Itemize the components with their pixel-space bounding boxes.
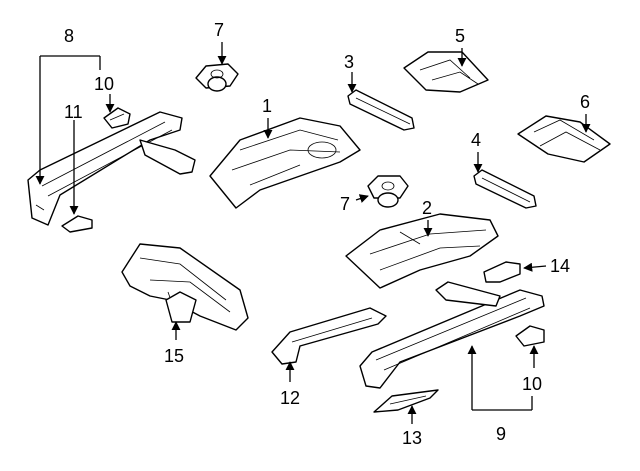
- callout-7-upper: 7: [214, 20, 224, 40]
- part-9-right-rail: [359, 281, 545, 389]
- callout-10-lower: 10: [522, 374, 542, 394]
- part-7-mount-lower: [367, 175, 409, 208]
- callout-15: 15: [164, 346, 184, 366]
- callout-7-lower: 7: [340, 194, 350, 214]
- callout-14: 14: [550, 256, 570, 276]
- part-7-mount-upper: [195, 63, 239, 92]
- part-4-crossmember: [473, 169, 537, 209]
- part-13-bracket: [373, 389, 439, 413]
- callout-5: 5: [455, 26, 465, 46]
- part-8-left-rail: [27, 111, 196, 226]
- callout-13: 13: [402, 428, 422, 448]
- callout-6: 6: [580, 92, 590, 112]
- leader-lines: [35, 42, 591, 424]
- callout-4: 4: [471, 130, 481, 150]
- part-3-crossmember: [347, 89, 415, 131]
- part-10-bracket-lower: [515, 325, 545, 347]
- part-6-panel: [517, 115, 611, 163]
- callout-2: 2: [422, 198, 432, 218]
- part-15-reinforcement: [121, 243, 249, 331]
- callout-12: 12: [280, 388, 300, 408]
- part-5-panel: [403, 51, 489, 93]
- callout-3: 3: [344, 52, 354, 72]
- part-1-floor-pan: [209, 117, 361, 209]
- callout-1: 1: [262, 96, 272, 116]
- callout-9: 9: [496, 424, 506, 444]
- part-11-bracket: [61, 215, 93, 233]
- part-10-bracket-upper: [103, 107, 131, 129]
- callout-labels: 7 1 3 5 6 4 7 2 14 15 12 13 10 9 8 10 11: [64, 20, 590, 448]
- part-14-bracket: [483, 261, 521, 283]
- callout-11: 11: [64, 102, 83, 122]
- part-2-floor-pan: [345, 213, 499, 289]
- callout-10-upper: 10: [94, 74, 114, 94]
- callout-8: 8: [64, 26, 74, 46]
